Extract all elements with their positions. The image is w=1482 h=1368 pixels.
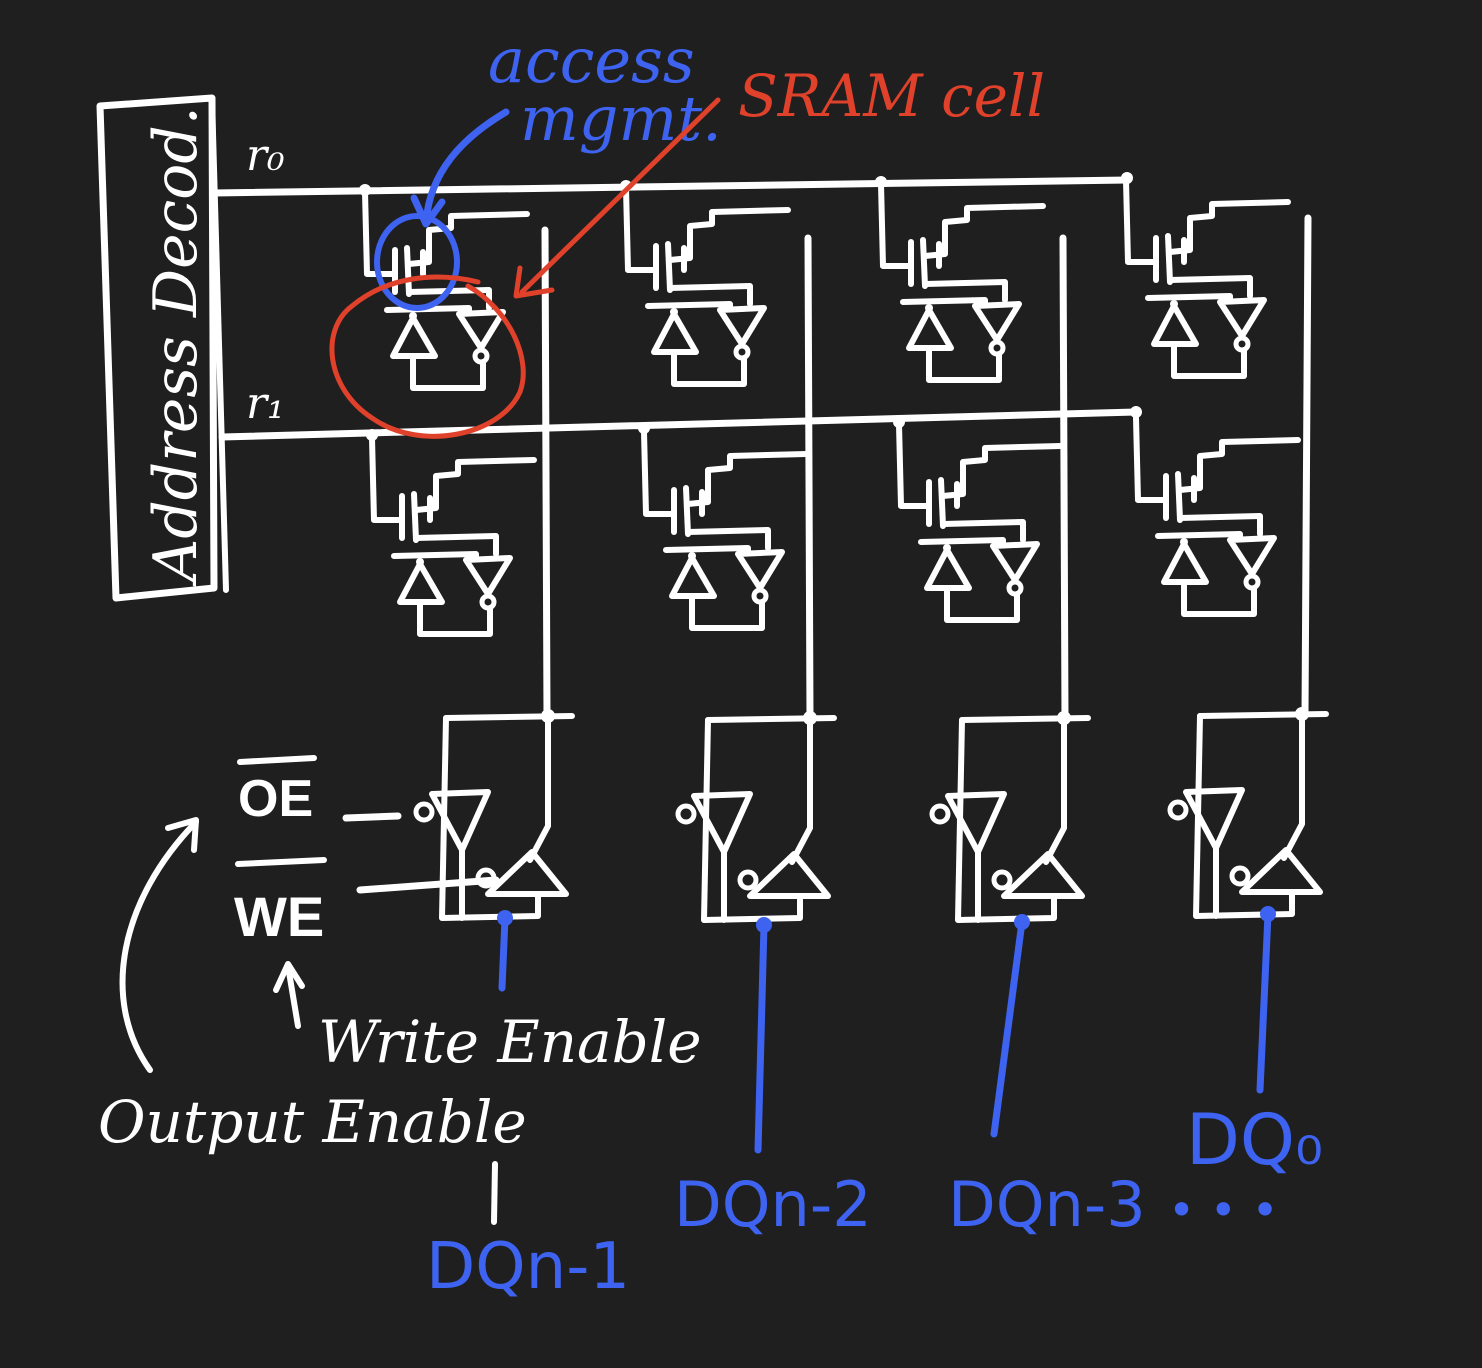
dq-lines bbox=[491, 906, 1276, 1225]
access-mgmt-annotation: access mgmt. bbox=[374, 24, 722, 311]
dq-n-2-label: DQn-2 bbox=[674, 1168, 872, 1241]
we-line: WE bbox=[234, 857, 500, 948]
io-buffer-col2 bbox=[932, 711, 1088, 920]
sram-cell-r0-c1 bbox=[626, 188, 788, 384]
address-decoder: Address Decod. bbox=[96, 94, 229, 602]
io-buffer-col1 bbox=[678, 711, 834, 920]
bit-lines bbox=[541, 214, 1312, 724]
access-label: access bbox=[488, 24, 695, 97]
dq-n-1-label: DQn-1 bbox=[426, 1230, 630, 1304]
sram-cell-r0-c3 bbox=[1126, 180, 1288, 376]
sram-cell-r0-c2 bbox=[881, 184, 1043, 380]
mgmt-label: mgmt. bbox=[520, 82, 722, 155]
write-enable-label: Write Enable bbox=[318, 1008, 702, 1076]
write-enable-arrow bbox=[273, 961, 305, 1029]
dq-0-label: DQ₀ bbox=[1186, 1099, 1323, 1181]
we-label: WE bbox=[234, 885, 324, 948]
sram-cell-label: SRAM cell bbox=[738, 62, 1045, 130]
oe-line: OE bbox=[237, 755, 402, 828]
ellipsis-label: • • • bbox=[1168, 1183, 1279, 1237]
output-enable-label: Output Enable bbox=[98, 1088, 527, 1156]
row-label-r1: r₁ bbox=[246, 378, 285, 429]
output-enable-arrow bbox=[119, 817, 199, 1073]
row-label-r0: r₀ bbox=[246, 130, 285, 181]
sram-cell-r1-c1 bbox=[644, 432, 806, 628]
dq-n-3-label: DQn-3 bbox=[948, 1168, 1146, 1241]
address-decoder-label: Address Decod. bbox=[141, 106, 211, 587]
oe-label: OE bbox=[238, 770, 313, 828]
io-buffer-col3 bbox=[1170, 707, 1326, 916]
sram-cell-r1-c2 bbox=[899, 424, 1061, 620]
sram-cell-r1-c3 bbox=[1136, 418, 1298, 614]
sram-cell-r1-c0 bbox=[372, 438, 534, 634]
sram-cell-annotation: SRAM cell bbox=[329, 62, 1045, 439]
